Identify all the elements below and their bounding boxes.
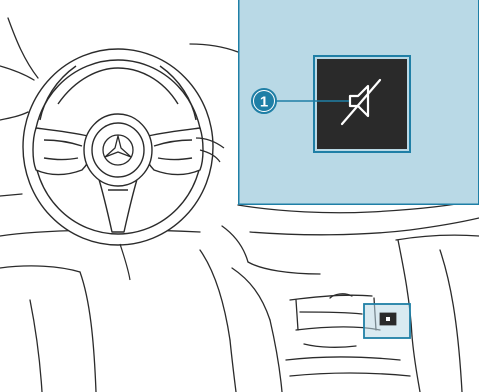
mute-button[interactable] [314, 56, 410, 152]
steering-wheel [23, 49, 213, 245]
console-button-highlight[interactable] [364, 304, 410, 338]
callout-badge: 1 [252, 89, 276, 113]
callout-number: 1 [260, 94, 268, 111]
